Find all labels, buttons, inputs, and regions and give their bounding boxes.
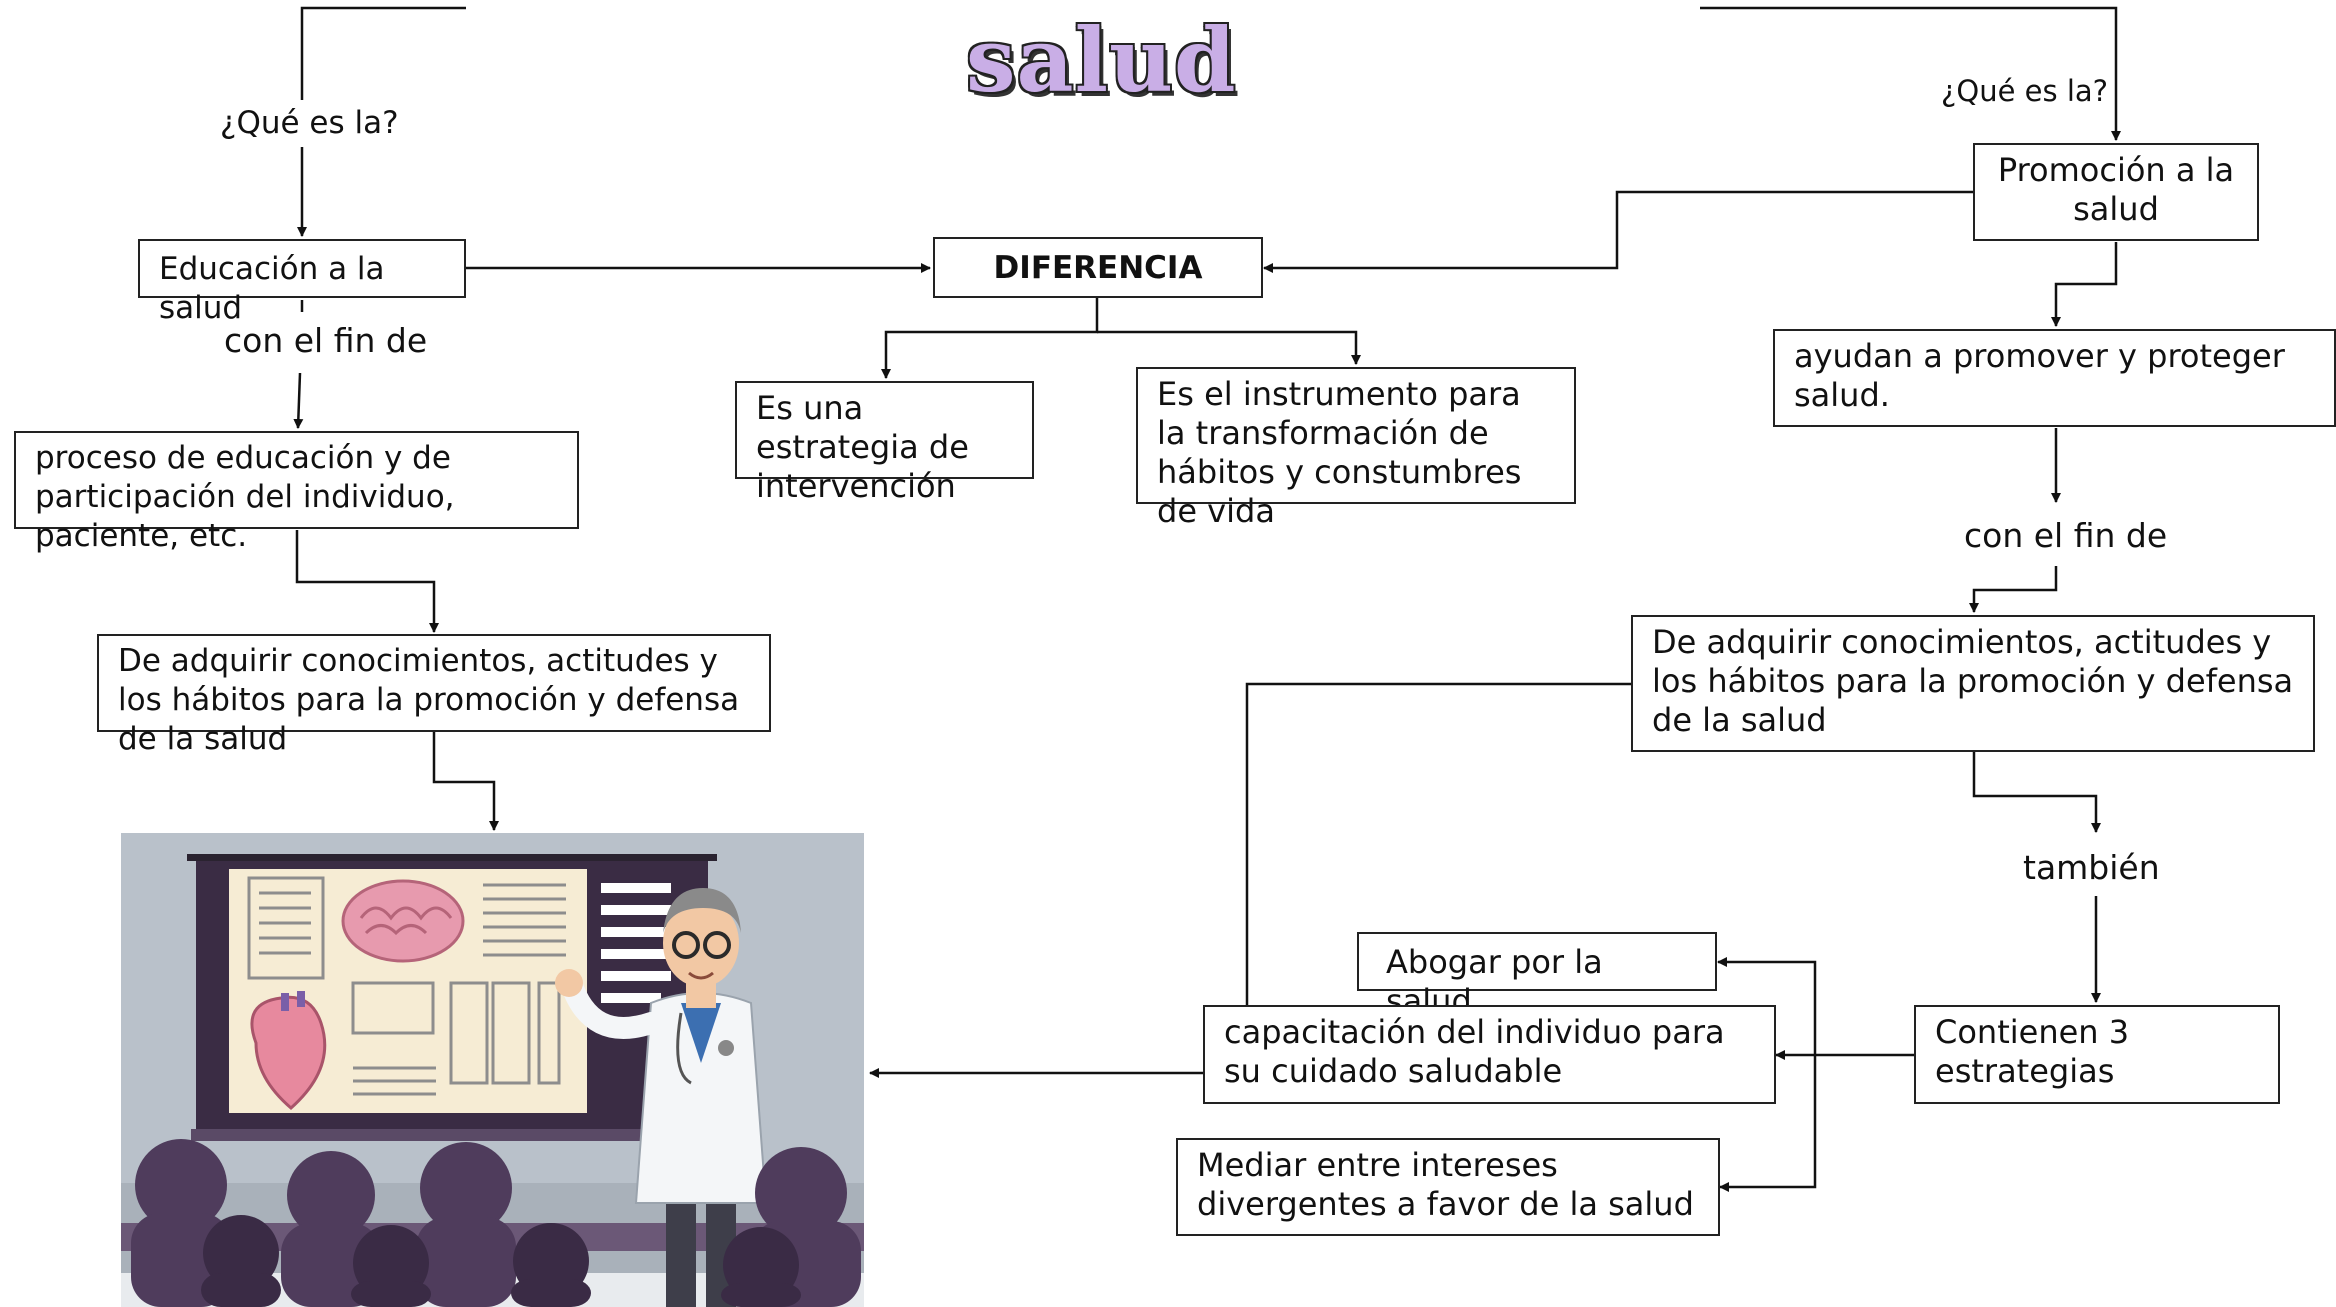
question-label-left: ¿Qué es la? [220,105,399,141]
node-contienen-estrategias: Contienen 3 estrategias [1914,1005,2280,1104]
node-proceso-educacion: proceso de educación y de participación … [14,431,579,554]
heart-icon [250,991,327,1110]
title-fragment: ˇ [992,0,1002,10]
node-instrumento-transformacion: Es el instrumento para la transformación… [1136,367,1576,530]
node-diferencia: DIFERENCIA [933,237,1263,298]
doctor-figure [555,888,768,1307]
node-educacion-salud: Educación a la salud [138,239,466,326]
audience-silhouettes [131,1139,861,1307]
brain-icon [341,879,465,963]
strategy-capacitacion: capacitación del individuo para su cuida… [1203,1005,1776,1104]
strategy-mediar: Mediar entre intereses divergentes a fav… [1176,1138,1720,1236]
connector-label-left: con el fin de [224,321,428,360]
node-goal-right: De adquirir conocimientos, actitudes y l… [1631,615,2315,752]
strategy-abogar: Abogar por la salud [1357,932,1717,1020]
doctor-presentation-illustration [121,833,864,1307]
node-estrategia-intervencion: Es una estrategia de intervención [735,381,1034,505]
node-goal-left: De adquirir conocimientos, actitudes y l… [97,634,771,757]
question-label-right: ¿Qué es la? [1941,74,2109,108]
tambien-label: también [2023,848,2160,887]
connector-label-right: con el fin de [1964,516,2168,555]
node-promocion-salud: Promoción a la salud [1973,143,2259,241]
page-title: salud [966,8,1237,112]
node-ayudan-promover: ayudan a promover y proteger salud. [1773,329,2336,427]
